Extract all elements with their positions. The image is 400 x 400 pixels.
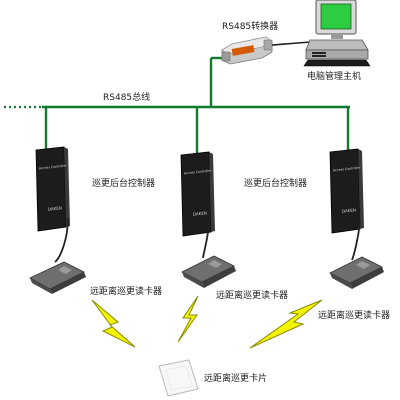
access-controller-icon — [180, 151, 215, 237]
long-range-reader-icon — [181, 255, 236, 288]
card-label: 远距离巡更卡片 — [204, 374, 268, 384]
lightning-signal-icon — [177, 295, 199, 343]
converter-to-pc-cable — [271, 41, 313, 46]
reader-label: 远距离巡更读卡器 — [318, 311, 391, 321]
reader-label: 远距离巡更读卡器 — [216, 291, 289, 301]
long-range-reader-icon — [329, 256, 384, 289]
converter-label: RS485转换器 — [222, 22, 279, 32]
pc-label: 电脑管理主机 — [307, 72, 362, 82]
controller-label: 巡更后台控制器 — [244, 179, 308, 189]
long-range-reader-icon — [29, 261, 86, 294]
cable-center — [202, 221, 210, 259]
cable-left — [54, 217, 69, 263]
lightning-signal-icon — [91, 299, 136, 348]
access-controller-icon — [35, 146, 70, 232]
computer-icon — [303, 0, 371, 67]
reader-label: 远距离巡更读卡器 — [90, 287, 163, 297]
access-controller-icon — [329, 148, 364, 234]
rs485-converter-icon — [221, 36, 273, 65]
lightning-signal-icon — [249, 299, 323, 349]
rfid-card-icon — [158, 359, 199, 397]
cable-right — [351, 221, 361, 261]
bus-label: RS485总线 — [103, 93, 151, 103]
controller-label: 巡更后台控制器 — [92, 179, 156, 189]
